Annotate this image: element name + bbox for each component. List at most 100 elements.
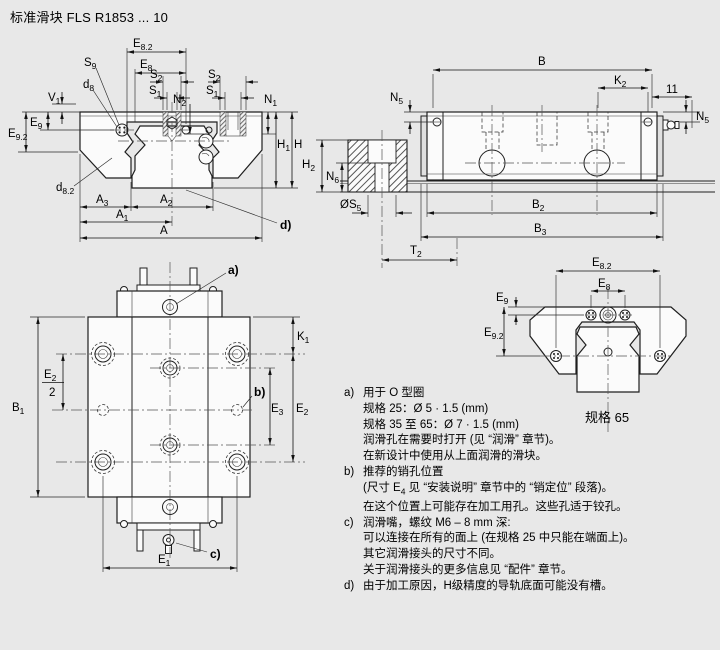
side-elevation-view: B K2 11 N5 N5 xyxy=(302,56,715,268)
svg-text:ØS5: ØS5 xyxy=(340,199,362,213)
dim-s2-left: S2 xyxy=(150,69,194,110)
dim-d8-2: d8.2 xyxy=(56,157,113,196)
svg-text:E8: E8 xyxy=(140,59,153,73)
svg-text:N5: N5 xyxy=(696,111,709,125)
dim-n6: N6 xyxy=(326,162,368,192)
svg-text:B3: B3 xyxy=(534,223,547,237)
svg-text:E2: E2 xyxy=(44,369,57,383)
svg-text:E1: E1 xyxy=(158,554,171,568)
note-item: c)润滑嘴，螺纹 M6 – 8 mm 深:可以连接在所有的面上 (在规格 25 … xyxy=(344,516,635,577)
dim-e9-2: E9.2 xyxy=(8,112,78,153)
mounting-holes xyxy=(91,342,249,474)
dim-h2: H2 xyxy=(302,139,348,193)
carriage-block-section xyxy=(79,111,263,179)
front-cross-section-view: E8.2 E8 S2 S1 S2 S1 xyxy=(8,38,302,242)
dim-a1: A1 xyxy=(80,209,172,224)
svg-text:E2: E2 xyxy=(296,403,309,417)
svg-text:2: 2 xyxy=(49,387,55,399)
dim-b: B xyxy=(432,56,653,108)
svg-text:A3: A3 xyxy=(96,194,109,208)
svg-text:B1: B1 xyxy=(12,402,25,416)
svg-text:K1: K1 xyxy=(297,331,310,345)
dim-a3-a2: A3 A2 xyxy=(79,154,214,242)
svg-text:H2: H2 xyxy=(302,159,315,173)
carriage-side xyxy=(420,105,680,215)
dim-n1: N1 xyxy=(262,94,277,135)
svg-text:S1: S1 xyxy=(149,85,162,99)
pin-holes xyxy=(97,404,243,416)
svg-text:E8.2: E8.2 xyxy=(592,257,612,271)
svg-text:N1: N1 xyxy=(264,94,277,108)
svg-text:N5: N5 xyxy=(390,92,403,106)
svg-text:E8: E8 xyxy=(598,278,611,292)
dim-b1: B1 xyxy=(12,316,85,498)
note-item: d)由于加工原因，H级精度的导轨底面可能没有槽。 xyxy=(344,579,613,592)
dim-n5-left: N5 xyxy=(390,92,432,134)
note-item: b)推荐的销孔位置(尺寸 E4 见 “安装说明” 章节中的 “销定位” 段落)。… xyxy=(344,465,628,513)
dim-e8: E8 xyxy=(134,59,186,122)
size65-caption: 规格 65 xyxy=(585,410,629,425)
ball-bearings xyxy=(198,133,214,165)
dim-e2-half: E2 2 xyxy=(42,354,65,410)
svg-text:S1: S1 xyxy=(206,85,219,99)
plan-view: K1 E2 2 E3 E2 B1 E1 a xyxy=(12,262,310,572)
dim-e9: E9 xyxy=(30,112,114,131)
dim-11: 11 xyxy=(652,84,693,128)
dim-e1: E1 xyxy=(102,476,238,572)
side-lube-hole xyxy=(110,123,134,137)
svg-text:b): b) xyxy=(254,385,265,399)
dim-e9-s65: E9 xyxy=(496,292,584,325)
svg-text:11: 11 xyxy=(666,84,678,96)
dim-a: A xyxy=(80,154,263,242)
svg-text:V1: V1 xyxy=(48,92,61,106)
dim-s5: ØS5 xyxy=(340,195,412,217)
dim-d8: d8 xyxy=(83,79,118,128)
svg-text:A2: A2 xyxy=(160,194,173,208)
svg-text:E8.2: E8.2 xyxy=(133,38,153,52)
dim-e8-2: E8.2 xyxy=(126,38,187,124)
thread-hole-right xyxy=(219,111,247,137)
svg-text:E9.2: E9.2 xyxy=(8,128,28,142)
note-c-leader: c) xyxy=(175,542,221,561)
size65-block xyxy=(529,306,687,375)
dim-v1: V1 xyxy=(22,92,80,124)
svg-text:d8: d8 xyxy=(83,79,94,93)
svg-text:H1: H1 xyxy=(277,139,290,153)
dim-b2: B2 xyxy=(426,184,658,217)
svg-text:N6: N6 xyxy=(326,171,339,185)
svg-text:E3: E3 xyxy=(271,403,284,417)
grease-nipple xyxy=(162,534,175,546)
dim-e3: E3 xyxy=(268,368,284,445)
note-a-leader: a) xyxy=(175,263,239,305)
note-d-leader: d) xyxy=(185,189,291,232)
dim-n2: N2 xyxy=(173,94,204,135)
svg-text:a): a) xyxy=(228,263,239,277)
bottom-end-fitting xyxy=(116,496,223,554)
dim-e9-2-s65: E9.2 xyxy=(484,307,540,357)
dim-k1: K1 xyxy=(253,316,310,354)
dim-e8-s65: E8 xyxy=(590,278,626,308)
dim-b3: B3 xyxy=(420,184,664,241)
top-end-fitting xyxy=(116,267,223,318)
svg-text:S2: S2 xyxy=(208,69,221,83)
svg-text:H: H xyxy=(294,139,302,151)
dim-e8-2-s65: E8.2 xyxy=(555,257,661,348)
dim-s1-left: S1 xyxy=(149,85,190,110)
svg-text:N2: N2 xyxy=(173,94,186,108)
note-b-leader: b) xyxy=(242,385,265,408)
svg-text:E9.2: E9.2 xyxy=(484,327,504,341)
lube-nipple xyxy=(662,119,680,131)
center-lube-holes xyxy=(159,299,181,515)
dim-n5-right: N5 xyxy=(663,100,709,134)
svg-text:K2: K2 xyxy=(614,75,627,89)
svg-text:S9: S9 xyxy=(84,57,97,71)
dim-s9: S9 xyxy=(84,57,120,126)
dim-k2: K2 xyxy=(597,75,649,112)
svg-text:T2: T2 xyxy=(410,245,422,259)
size-65-section-view: E8.2 E8 E9 E9.2 规格 65 xyxy=(484,257,687,432)
page-title: 标准滑块 FLS R1853 ... 10 xyxy=(10,10,169,25)
svg-text:d): d) xyxy=(280,218,291,232)
dim-s1-right: S1 xyxy=(206,85,254,110)
svg-text:c): c) xyxy=(210,547,221,561)
